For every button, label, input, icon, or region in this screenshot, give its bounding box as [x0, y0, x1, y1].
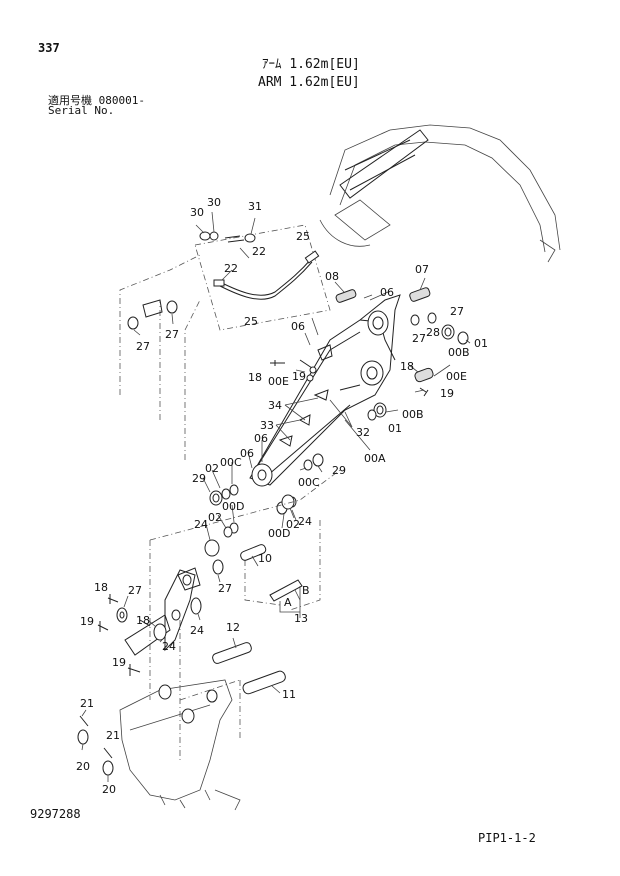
bucket-sketch: [119, 679, 241, 811]
label-07: 07: [415, 263, 429, 276]
title-japanese: ｱｰﾑ 1.62m[EU]: [262, 57, 360, 72]
mid-bushings: [202, 453, 324, 557]
label-19-d: 19: [112, 656, 126, 669]
label-01-a: 01: [474, 337, 488, 350]
label-25-b: 25: [244, 315, 258, 328]
hose-assembly: [194, 211, 331, 331]
label-02-c: 02: [286, 518, 300, 531]
label-08: 08: [325, 270, 339, 283]
label-31: 31: [248, 200, 262, 213]
label-34: 34: [268, 399, 282, 412]
label-30-b: 30: [190, 206, 204, 219]
serial-label-japanese: 適用号機 080001-: [48, 94, 145, 107]
label-10: 10: [258, 552, 272, 565]
label-06-d: 06: [240, 447, 254, 460]
label-00A: 00A: [364, 452, 386, 465]
label-25-a: 25: [296, 230, 310, 243]
label-29-b: 29: [332, 464, 346, 477]
label-27-e: 27: [128, 584, 142, 597]
leader-lines: [247, 277, 471, 469]
drawing-number: 9297288: [30, 807, 81, 821]
callout-labels: 30 30 31 22 22 25 25 27 27 08 06 07 27 2…: [76, 196, 488, 796]
label-00C-a: 00C: [220, 456, 242, 469]
pin-11: [242, 670, 286, 695]
lower-pin-13: [269, 579, 303, 618]
upper-bolts: [270, 359, 317, 382]
label-27-a: 27: [136, 340, 150, 353]
label-18-c: 18: [94, 581, 108, 594]
label-02-b: 02: [208, 511, 222, 524]
label-00C-b: 00C: [298, 476, 320, 489]
label-A: A: [284, 596, 292, 609]
label-30: 30: [207, 196, 221, 209]
machine-locator-sketch: [319, 124, 561, 263]
label-21-b: 21: [106, 729, 120, 742]
label-00B-a: 00B: [448, 346, 470, 359]
label-27-d: 27: [412, 332, 426, 345]
label-24-d: 24: [162, 640, 176, 653]
label-06-a: 06: [380, 286, 394, 299]
label-00D-b: 00D: [268, 527, 290, 540]
label-22-b: 22: [224, 262, 238, 275]
label-18-d: 18: [136, 614, 150, 627]
label-22-a: 22: [252, 245, 266, 258]
label-29-a: 29: [192, 472, 206, 485]
label-28: 28: [426, 326, 440, 339]
label-21-a: 21: [80, 697, 94, 710]
serial-label-english: Serial No.: [48, 104, 115, 117]
label-27-f: 27: [218, 582, 232, 595]
label-00D-a: 00D: [222, 500, 244, 513]
page-number: 337: [38, 41, 60, 55]
link-bracket: [97, 559, 224, 676]
pin-10: [240, 544, 267, 567]
label-32: 32: [356, 426, 370, 439]
label-11: 11: [282, 688, 296, 701]
label-12: 12: [226, 621, 240, 634]
label-01-b: 01: [388, 422, 402, 435]
label-19-b: 19: [440, 387, 454, 400]
label-20-a: 20: [76, 760, 90, 773]
label-B: B: [302, 584, 310, 597]
label-20-b: 20: [102, 783, 116, 796]
arm-pins-right: [304, 287, 469, 421]
arm-body: [249, 294, 401, 487]
lock-pins-20-21: [77, 709, 114, 782]
page-code: PIP1-1-2: [478, 831, 536, 845]
label-33: 33: [260, 419, 274, 432]
label-24-b: 24: [298, 515, 312, 528]
label-18-a: 18: [248, 371, 262, 384]
label-18-b: 18: [400, 360, 414, 373]
label-13: 13: [294, 612, 308, 625]
label-00B-b: 00B: [402, 408, 424, 421]
upper-left-outline: [119, 254, 201, 460]
title-english: ARM 1.62m[EU]: [258, 75, 360, 90]
label-06-c: 06: [254, 432, 268, 445]
pin-12: [212, 637, 252, 664]
label-19-a: 19: [292, 370, 306, 383]
label-24-a: 24: [194, 518, 208, 531]
label-00E-b: 00E: [446, 370, 467, 383]
label-27-b: 27: [165, 328, 179, 341]
label-02-a: 02: [205, 462, 219, 475]
label-00E-a: 00E: [268, 375, 289, 388]
label-06-b: 06: [291, 320, 305, 333]
label-27-c: 27: [450, 305, 464, 318]
label-24-c: 24: [190, 624, 204, 637]
label-19-c: 19: [80, 615, 94, 628]
